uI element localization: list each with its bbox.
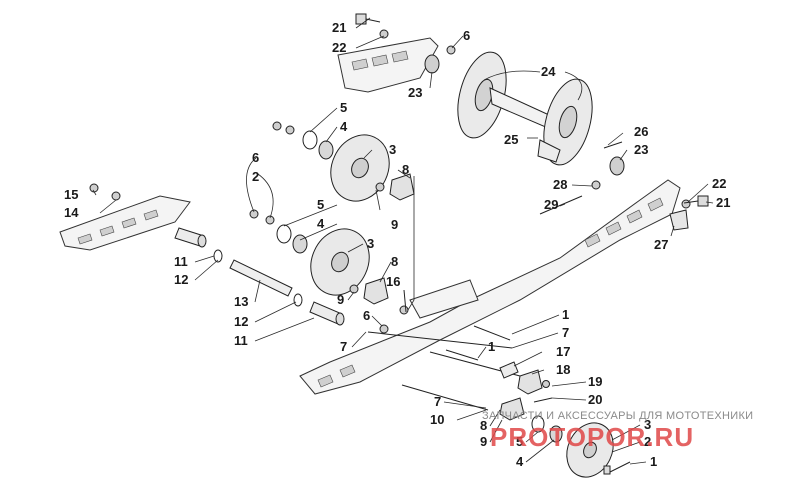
- watermark-brand: PROTOPOR.RU: [490, 422, 694, 452]
- callout-20: 20: [588, 392, 602, 407]
- callout-3: 3: [367, 236, 374, 251]
- callout-4: 4: [340, 119, 348, 134]
- callout-9: 9: [391, 217, 398, 232]
- callout-27: 27: [654, 237, 668, 252]
- upper-rail-fragment: [337, 37, 439, 93]
- bolt-29: [539, 195, 583, 215]
- callout-7: 7: [434, 394, 441, 409]
- leader-lines: [92, 17, 714, 465]
- callout-21: 21: [332, 20, 346, 35]
- callout-10: 10: [430, 412, 444, 427]
- callout-22: 22: [332, 40, 346, 55]
- callout-18: 18: [556, 362, 570, 377]
- callout-23: 23: [408, 85, 422, 100]
- main-slide-rail: [299, 179, 681, 395]
- callout-28: 28: [553, 177, 567, 192]
- idler-wheel-middle: [310, 228, 370, 296]
- bolts-lower-1: [445, 325, 631, 475]
- callout-2: 2: [644, 434, 651, 449]
- callout-8: 8: [402, 162, 409, 177]
- callout-22: 22: [712, 176, 726, 191]
- bolt-20: [533, 397, 553, 403]
- callout-11: 11: [234, 333, 248, 348]
- callout-24: 24: [541, 64, 556, 79]
- callout-12: 12: [234, 314, 248, 329]
- callout-1: 1: [562, 307, 569, 322]
- callout-26: 26: [634, 124, 648, 139]
- idler-wheel-upper: [330, 134, 390, 202]
- callout-6: 6: [463, 28, 470, 43]
- callout-23: 23: [634, 142, 648, 157]
- callout-6: 6: [363, 308, 370, 323]
- callout-19: 19: [588, 374, 602, 389]
- bracket-27: [669, 209, 689, 231]
- callout-5: 5: [317, 197, 324, 212]
- callout-3: 3: [644, 417, 651, 432]
- callout-6: 6: [252, 150, 259, 165]
- callout-15: 15: [64, 187, 78, 202]
- callout-17: 17: [556, 344, 570, 359]
- callout-25: 25: [504, 132, 518, 147]
- callout-4: 4: [317, 216, 325, 231]
- callout-7: 7: [562, 325, 569, 340]
- callout-4: 4: [516, 454, 524, 469]
- bolt-21-right: [683, 195, 709, 207]
- callout-1: 1: [488, 339, 495, 354]
- callout-21: 21: [716, 195, 730, 210]
- axle-brackets-8: [363, 173, 543, 421]
- callout-11: 11: [174, 254, 188, 269]
- drive-wheel-assembly: [457, 51, 593, 166]
- bearing-23-top: [424, 54, 440, 74]
- callout-2: 2: [252, 169, 259, 184]
- spacer-11-lower: [309, 301, 345, 326]
- callout-16: 16: [386, 274, 400, 289]
- callout-14: 14: [64, 205, 79, 220]
- callout-13: 13: [234, 294, 248, 309]
- watermark: ЗАПЧАСТИ И АКСЕССУАРЫ ДЛЯ МОТОТЕХНИКИ PR…: [482, 410, 753, 452]
- shaft-13: [229, 259, 293, 297]
- bolt-26: [603, 141, 623, 149]
- callout-9: 9: [480, 434, 487, 449]
- callout-29: 29: [544, 197, 558, 212]
- callout-9: 9: [337, 292, 344, 307]
- bearings-4: [292, 140, 563, 443]
- callout-labels: 21 22 6 24 23 5 4 6 2 3 8 26 25 23 15 14…: [64, 20, 730, 469]
- watermark-tagline: ЗАПЧАСТИ И АКСЕССУАРЫ ДЛЯ МОТОТЕХНИКИ: [482, 410, 753, 422]
- spacers-17-18: [499, 361, 519, 379]
- bolt-16: [403, 289, 407, 313]
- callout-5: 5: [516, 434, 523, 449]
- callout-8: 8: [391, 254, 398, 269]
- callout-1: 1: [650, 454, 657, 469]
- spacer-11-upper: [174, 227, 207, 248]
- left-rail-fragment: [59, 195, 191, 251]
- bearing-23-right: [609, 156, 625, 176]
- callout-7: 7: [340, 339, 347, 354]
- callout-12: 12: [174, 272, 188, 287]
- idler-wheel-lower: [566, 422, 614, 478]
- callout-5: 5: [340, 100, 347, 115]
- callout-3: 3: [389, 142, 396, 157]
- nut-19: [542, 380, 550, 388]
- callout-8: 8: [480, 418, 487, 433]
